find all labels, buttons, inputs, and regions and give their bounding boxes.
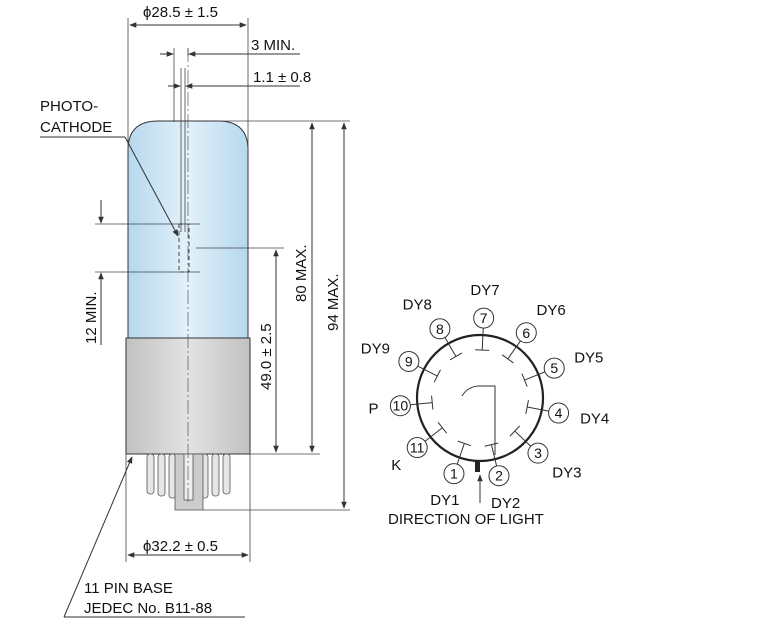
tube-side-view — [125, 48, 251, 511]
pin-11: 11K — [391, 421, 448, 474]
pin-circle — [515, 322, 537, 344]
pin-circle — [389, 395, 411, 417]
base-key — [478, 385, 496, 455]
pin-number: 6 — [522, 325, 530, 341]
dim-max-80: 80 MAX. — [293, 244, 310, 302]
pin-label: DY9 — [361, 341, 390, 358]
light-window-mark — [475, 461, 480, 472]
label-base-2: JEDEC No. B11-88 — [84, 600, 212, 617]
pin-number: 9 — [405, 353, 413, 369]
pin-number: 10 — [393, 398, 409, 414]
pin-6: 6 DY6 — [501, 302, 566, 364]
pin-label: K — [391, 457, 401, 474]
dim-length-49: 49.0 ± 2.5 — [258, 323, 275, 390]
pin-number: 11 — [410, 440, 425, 456]
pin-number: 7 — [480, 310, 488, 326]
dimension-texts: ϕ28.5 ± 1.5 3 MIN. 1.1 ± 0.8 12 MIN. 49.… — [40, 4, 342, 617]
pin-circle — [406, 437, 428, 459]
pin-7: 7 DY7 — [470, 282, 500, 351]
pin-4: 4 DY4 — [525, 400, 609, 427]
pin-label: DY4 — [580, 410, 609, 427]
pin-number: 8 — [436, 321, 444, 337]
pin-label: DY8 — [403, 297, 432, 314]
pin-circle — [443, 463, 465, 485]
dim-offset: 1.1 ± 0.8 — [253, 69, 311, 86]
pin-number: 3 — [534, 445, 542, 461]
dim-top-diameter: ϕ28.5 ± 1.5 — [143, 4, 218, 21]
pin-label: P — [368, 400, 378, 417]
label-base-1: 11 PIN BASE — [84, 580, 173, 597]
label-photocathode-1: PHOTO- — [40, 98, 98, 115]
pin-circle — [543, 357, 565, 379]
pin-5: 5 DY5 — [521, 350, 603, 387]
pin-label: DY2 — [491, 495, 520, 512]
pin-circle — [488, 465, 510, 487]
label-direction-of-light: DIRECTION OF LIGHT — [388, 511, 544, 528]
label-photocathode-2: CATHODE — [40, 119, 112, 136]
pin-circle — [473, 307, 495, 329]
pin-label: DY1 — [430, 492, 459, 509]
dim-base-diameter: ϕ32.2 ± 0.5 — [143, 538, 218, 555]
pin-circle — [548, 402, 570, 424]
dim-min-3: 3 MIN. — [251, 37, 295, 54]
pin-10: 10 P — [368, 395, 434, 417]
pin-label: DY5 — [574, 350, 603, 367]
dimension-lines — [40, 18, 350, 618]
pin-label: DY3 — [552, 464, 581, 481]
pin-9: 9 DY9 — [361, 341, 441, 383]
pin-number: 4 — [555, 405, 563, 421]
pin-label: DY7 — [470, 282, 499, 299]
pin-circle — [398, 350, 420, 372]
pin-number: 1 — [450, 466, 458, 482]
base-pins — [146, 453, 231, 511]
base-outline — [415, 333, 545, 463]
dim-max-94: 94 MAX. — [325, 273, 342, 331]
pin-label: DY6 — [537, 302, 566, 319]
pin-circle — [527, 442, 549, 464]
pin-number: 5 — [550, 360, 558, 376]
pin-circle — [429, 318, 451, 340]
pin-number: 2 — [495, 468, 503, 484]
dim-min-12: 12 MIN. — [83, 291, 100, 344]
